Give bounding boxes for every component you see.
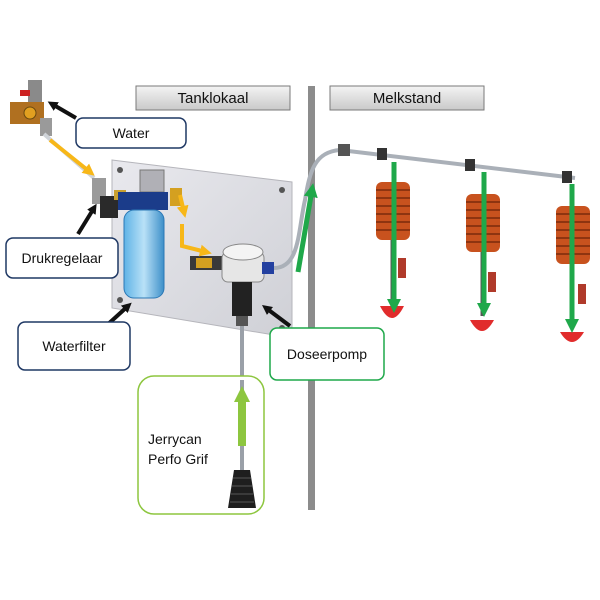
label-drukregelaar: Drukregelaar [5, 237, 119, 279]
suction-pipe [228, 380, 256, 508]
header-tanklokaal: Tanklokaal [135, 85, 291, 111]
label-waterfilter-text: Waterfilter [42, 338, 106, 354]
flow-arrow-to-pump [180, 224, 212, 257]
dose-arrow-up [295, 183, 318, 273]
tee-fittings [338, 144, 572, 183]
pointer-arrow-doseerpomp [262, 305, 292, 328]
dividing-wall [308, 86, 315, 510]
flow-arrow-tap-to-regulator [48, 138, 95, 176]
foot-valve [228, 470, 256, 508]
water-flow-arrows [48, 138, 212, 257]
pointer-arrow-water [47, 101, 78, 120]
flow-arrow-filter-to-panel [176, 194, 189, 218]
label-jerrycan-line1: Jerrycan [148, 431, 202, 447]
header-melkstand: Melkstand [329, 85, 485, 111]
label-waterfilter: Waterfilter [17, 321, 131, 371]
label-water-text: Water [113, 125, 150, 141]
pointer-arrow-drukregelaar [76, 203, 97, 236]
water-filter [118, 188, 182, 299]
header-melkstand-label: Melkstand [373, 90, 441, 107]
dosing-flow-arrows [295, 162, 579, 333]
dosing-pump [190, 243, 274, 326]
header-tanklokaal-label: Tanklokaal [178, 90, 249, 107]
label-doseerpomp: Doseerpomp [269, 327, 385, 381]
label-drukregelaar-text: Drukregelaar [22, 250, 103, 266]
label-jerrycan-line2: Perfo Grif [148, 451, 208, 467]
dosing-line [273, 147, 576, 270]
label-doseerpomp-text: Doseerpomp [287, 346, 367, 362]
label-water: Water [75, 117, 187, 149]
